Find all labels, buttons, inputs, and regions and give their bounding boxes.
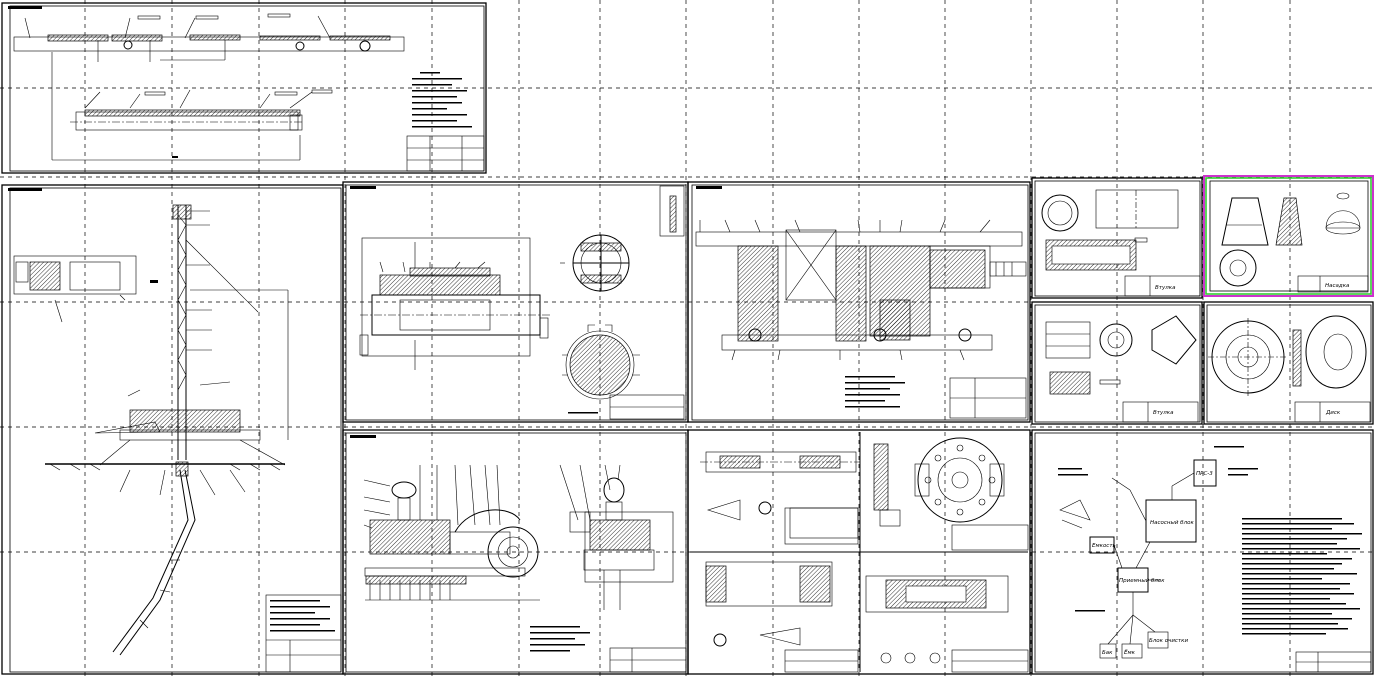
block-bottom-left-label: Бак (1102, 650, 1113, 656)
sheet-mud-pump[interactable] (342, 429, 689, 675)
sheet-shaft-details[interactable] (687, 429, 1031, 675)
block-bottom-mid[interactable] (1121, 643, 1143, 659)
sheet-drilling-rig[interactable] (1, 184, 344, 675)
pipe-assembly-drawing (13, 13, 405, 161)
title-block-sheet3 (568, 185, 685, 420)
part-spline-drawing (1045, 315, 1197, 395)
sheet-part-disc[interactable]: Диск (1203, 301, 1374, 425)
part-sleeve-drawing (1041, 189, 1179, 271)
disc-title-text: Диск (1325, 410, 1341, 416)
block-small-label: Блок очистки (1149, 638, 1188, 644)
title-block-sheet7: Втулка (1122, 401, 1199, 423)
block-small[interactable] (1147, 631, 1169, 649)
title-block-sheet2 (265, 594, 342, 673)
mud-pump-drawing (363, 464, 674, 610)
part-disc-drawing (1208, 315, 1367, 396)
sheet-part-nozzle[interactable]: Насадка (1203, 175, 1374, 297)
nozzle-title-text: Насадка (1325, 283, 1350, 289)
block-diagram-drawing: Насосный блок ПРС-3 Емкость Приемный бло… (1058, 446, 1258, 659)
block-mid-label: Приемный блок (1119, 578, 1165, 584)
rotary-table-section (695, 219, 1027, 361)
shaft-detail-drawings (700, 437, 1009, 664)
block-bottom-mid-label: Ёмк (1124, 649, 1136, 656)
spline-title-text: Втулка (1153, 410, 1174, 416)
sheet-part-sleeve[interactable]: Втулка (1031, 177, 1203, 299)
title-block-sheet11 (1295, 651, 1372, 673)
block-top-right-label: ПРС-3 (1196, 471, 1213, 477)
title-block-sheet6: Насадка (1297, 275, 1369, 293)
sheet-block-diagram[interactable]: Насосный блок ПРС-3 Емкость Приемный бло… (1031, 429, 1374, 675)
title-block-sheet1 (406, 72, 485, 172)
block-main-label: Насосный блок (1150, 520, 1194, 526)
title-block-sheet8: Диск (1294, 401, 1371, 423)
spec-text-column (1242, 518, 1362, 635)
title-block-sheet5: Втулка (1124, 275, 1201, 297)
title-block-sheet10 (784, 507, 1029, 673)
title-block-sheet9 (530, 626, 687, 673)
rig-mast-drawing (13, 204, 289, 656)
sheet-pipe-assembly[interactable] (1, 2, 487, 174)
part-nozzle-drawing (1219, 192, 1361, 287)
sleeve-title-text: Втулка (1155, 285, 1176, 291)
block-left-label: Емкость (1092, 543, 1116, 549)
swivel-section-drawing (359, 234, 640, 400)
title-block-sheet4 (845, 376, 1027, 419)
sheet-rotary-table[interactable] (687, 181, 1031, 423)
sheet-part-spline[interactable]: Втулка (1031, 301, 1203, 425)
